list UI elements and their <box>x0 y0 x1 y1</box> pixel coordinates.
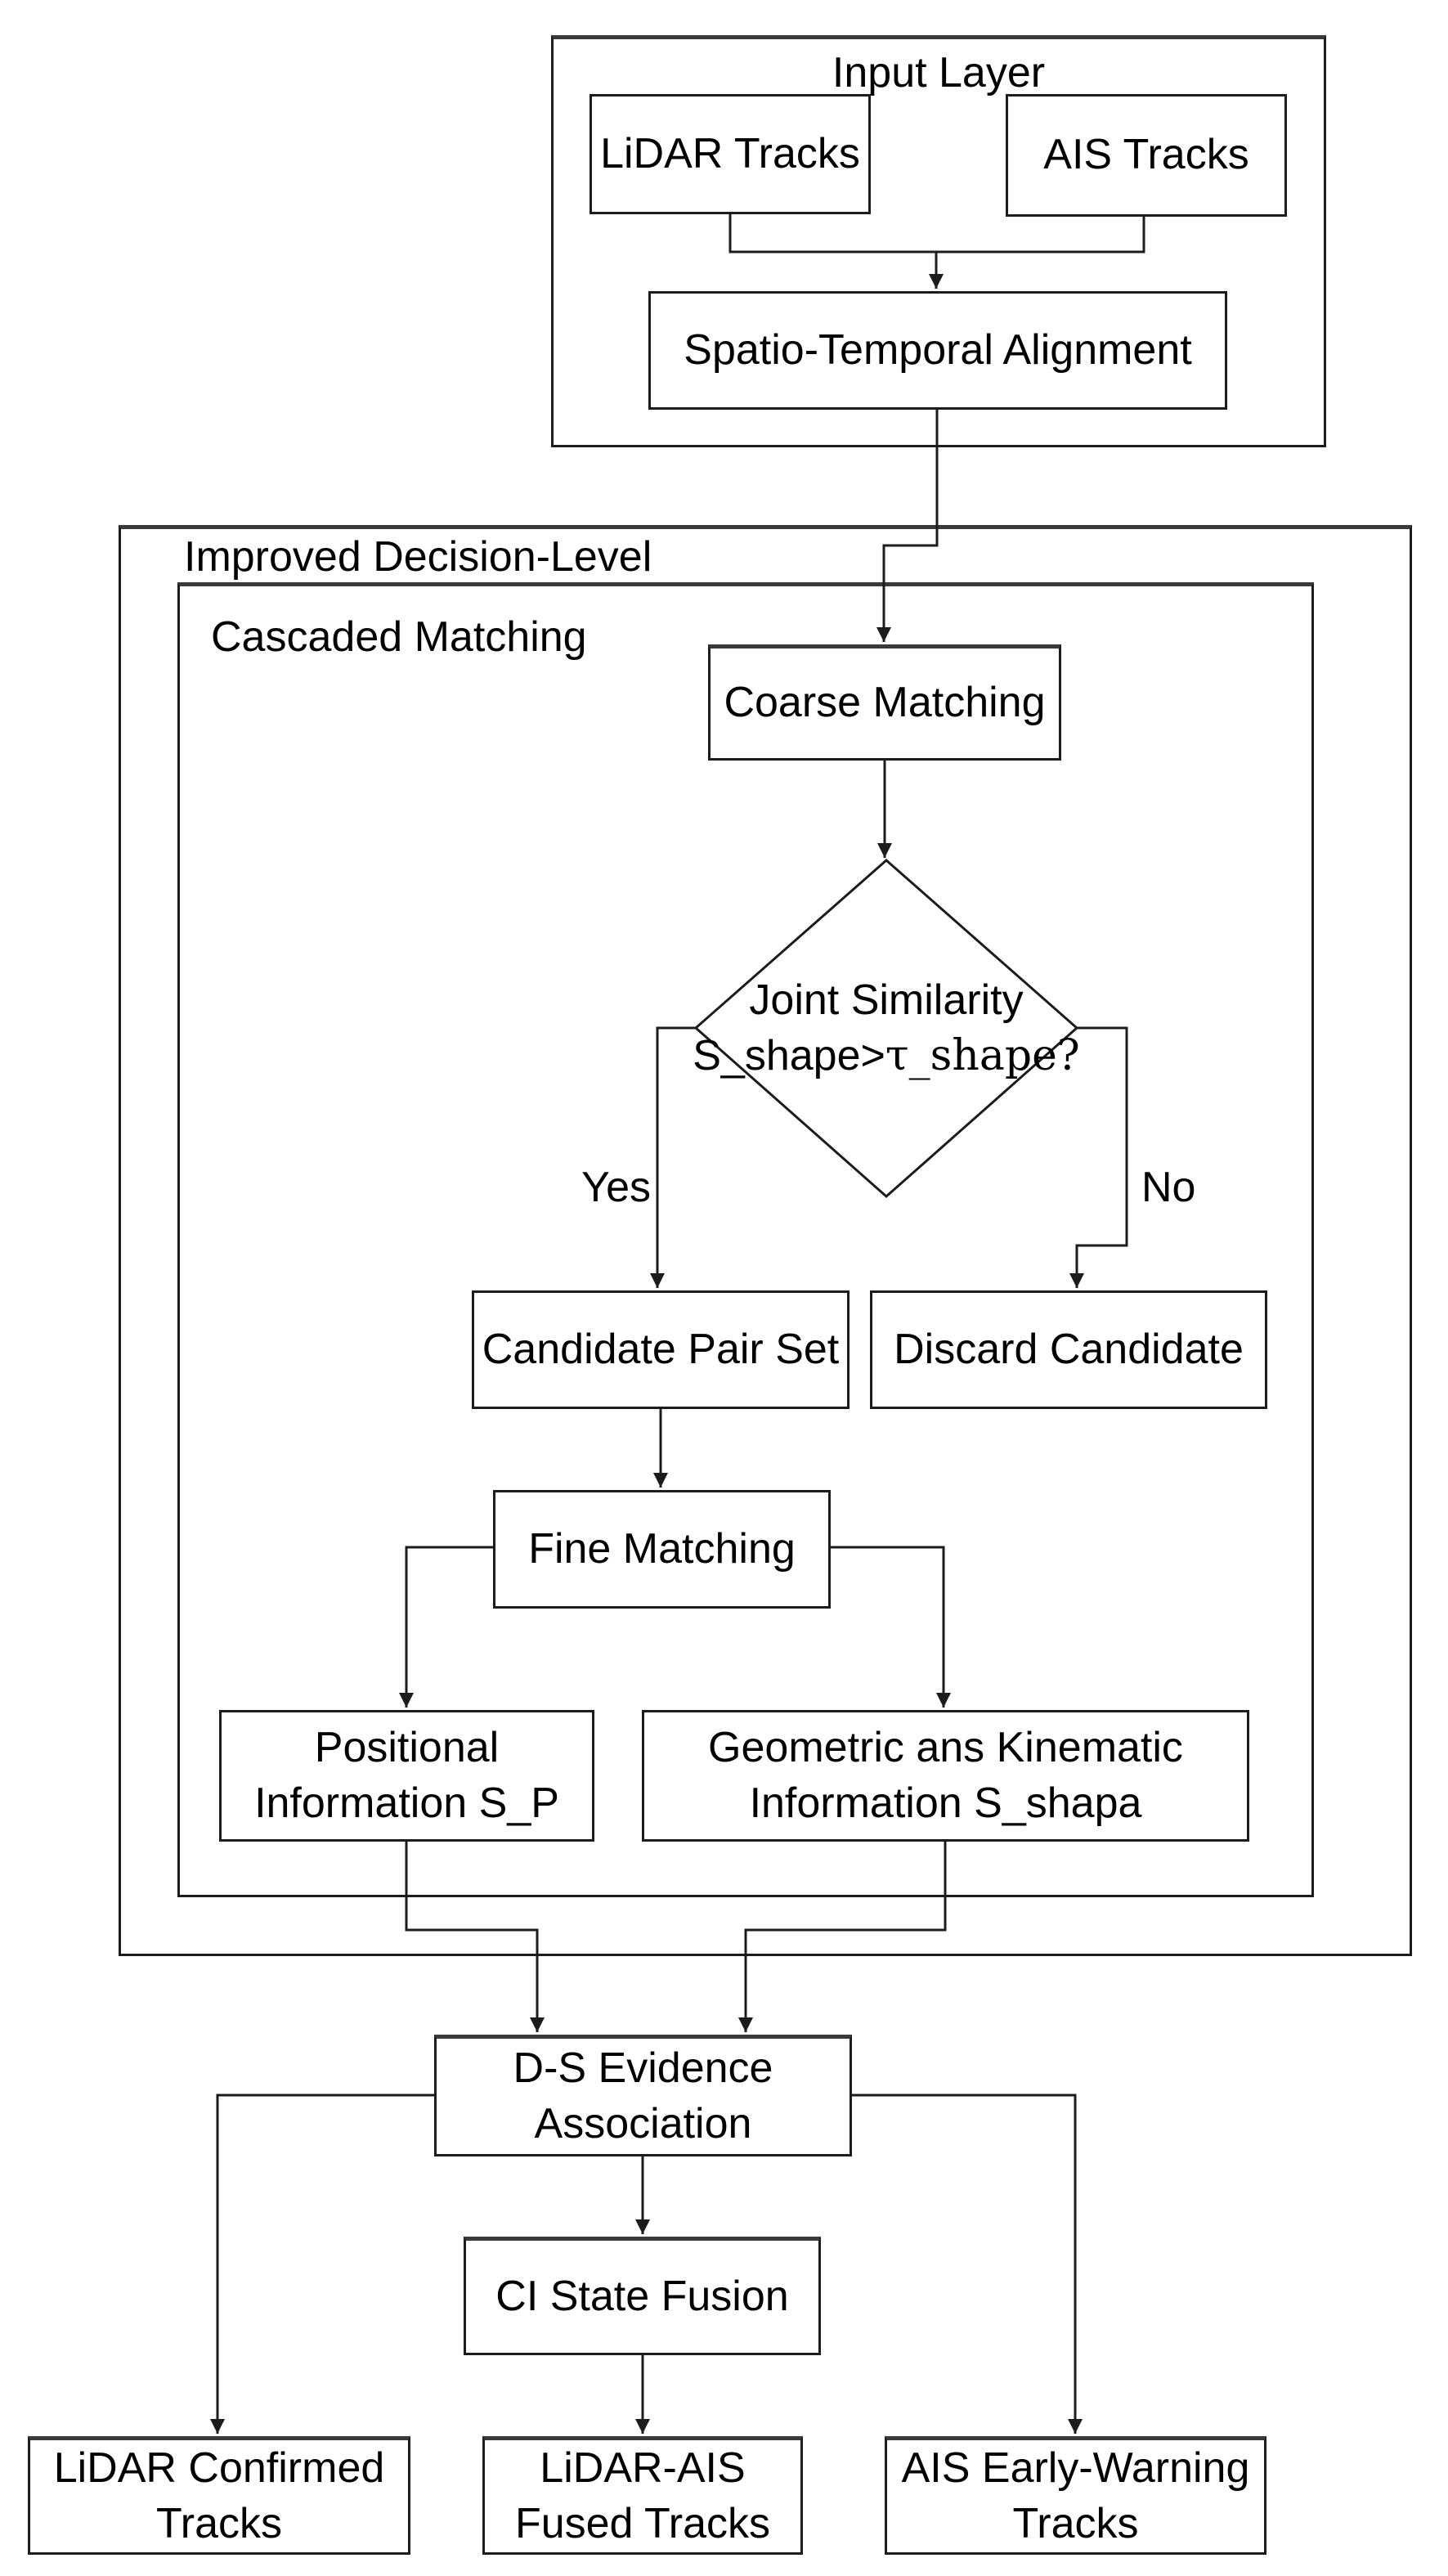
node-ci-state-fusion-label: CI State Fusion <box>495 2272 789 2320</box>
decision-diamond-text: Joint Similarity S_shape>τ_shape? <box>641 965 1132 1093</box>
decision-diamond <box>693 859 1079 1199</box>
decision-line1: Joint Similarity <box>749 976 1024 1025</box>
node-ds-evidence-line2: Association <box>534 2099 752 2147</box>
connector-geometric-to-ds <box>738 1842 947 2032</box>
connector-ds-to-warning <box>852 2094 1083 2434</box>
node-fine-matching-label: Fine Matching <box>528 1524 796 1573</box>
decision-line2-prefix: S_shape> <box>693 1032 885 1079</box>
node-discard-candidate: Discard Candidate <box>870 1290 1267 1409</box>
input-layer-title: Input Layer <box>832 49 1046 96</box>
node-positional-information-line1: Positional <box>314 1723 500 1771</box>
connector-ds-to-confirmed <box>210 2094 434 2434</box>
node-fine-matching: Fine Matching <box>493 1490 831 1609</box>
node-discard-candidate-label: Discard Candidate <box>894 1325 1244 1373</box>
node-lidar-tracks: LiDAR Tracks <box>590 94 871 214</box>
node-coarse-matching-label: Coarse Matching <box>724 679 1046 727</box>
node-lidar-tracks-label: LiDAR Tracks <box>600 129 860 177</box>
connector-yes-branch <box>650 1026 696 1288</box>
connector-fine-to-positional <box>399 1546 493 1708</box>
node-ais-early-warning-line2: Tracks <box>1012 2499 1139 2547</box>
node-ais-early-warning-tracks: AIS Early-Warning Tracks <box>885 2436 1266 2555</box>
branch-label-no: No <box>1141 1164 1196 1211</box>
node-candidate-pair-set: Candidate Pair Set <box>472 1290 850 1409</box>
improved-decision-level-container <box>119 525 1412 1956</box>
improved-decision-level-title: Improved Decision-Level <box>184 533 652 581</box>
node-lidar-ais-fused-line1: LiDAR-AIS <box>540 2444 746 2492</box>
cascaded-matching-title: Cascaded Matching <box>211 613 587 661</box>
connector-fine-to-geometric <box>831 1546 951 1708</box>
connector-positional-to-ds <box>405 1842 545 2032</box>
decision-line2: S_shape>τ_shape? <box>693 1029 1080 1084</box>
node-ais-tracks: AIS Tracks <box>1006 94 1287 217</box>
node-lidar-confirmed-line1: LiDAR Confirmed <box>53 2444 385 2492</box>
connector-spatio-to-coarse <box>876 410 939 642</box>
node-ais-early-warning-line1: AIS Early-Warning <box>901 2444 1250 2492</box>
node-ais-tracks-label: AIS Tracks <box>1043 131 1249 179</box>
input-layer-container <box>551 35 1326 447</box>
node-lidar-ais-fused-line2: Fused Tracks <box>514 2499 771 2547</box>
branch-label-yes: Yes <box>581 1164 651 1211</box>
connector-tracks-merge <box>728 214 1145 254</box>
node-geometric-kinematic-line2: Information S_shapa <box>749 1779 1142 1827</box>
node-ds-evidence-line1: D-S Evidence <box>513 2044 773 2092</box>
node-geometric-kinematic: Geometric ans Kinematic Information S_sh… <box>642 1710 1249 1842</box>
node-ds-evidence-association: D-S Evidence Association <box>434 2035 852 2156</box>
node-lidar-ais-fused-tracks: LiDAR-AIS Fused Tracks <box>482 2436 803 2555</box>
node-coarse-matching: Coarse Matching <box>708 644 1061 761</box>
node-candidate-pair-set-label: Candidate Pair Set <box>482 1325 840 1373</box>
node-lidar-confirmed-line2: Tracks <box>155 2499 283 2547</box>
decision-line2-tau: τ_shape? <box>885 1031 1080 1080</box>
node-lidar-confirmed-tracks: LiDAR Confirmed Tracks <box>28 2436 410 2555</box>
node-spatio-temporal-alignment-label: Spatio-Temporal Alignment <box>684 325 1192 374</box>
node-positional-information-line2: Information S_P <box>254 1779 559 1827</box>
node-spatio-temporal-alignment: Spatio-Temporal Alignment <box>648 291 1227 410</box>
connector-no-branch <box>1069 1026 1128 1288</box>
node-ci-state-fusion: CI State Fusion <box>464 2237 821 2355</box>
cascaded-matching-container <box>177 582 1314 1897</box>
node-geometric-kinematic-line1: Geometric ans Kinematic <box>708 1723 1183 1771</box>
node-positional-information: Positional Information S_P <box>219 1710 594 1842</box>
